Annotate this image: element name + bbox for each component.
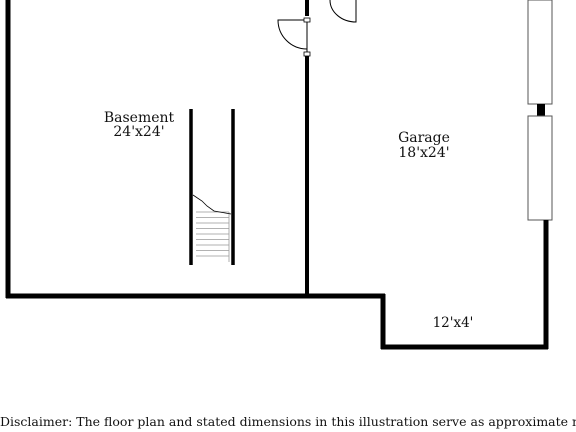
- disclaimer-text: Disclaimer: The floor plan and stated di…: [0, 414, 576, 429]
- stair-break-line: [192, 194, 232, 215]
- garage-walls: [380, 0, 553, 350]
- alcove-dimensions-label: 12'x4': [433, 315, 474, 331]
- door-basement-garage: [277, 17, 311, 57]
- staircase: [189, 109, 235, 265]
- garage-window-lower: [527, 115, 553, 221]
- garage-name-label: Garage: [398, 130, 450, 146]
- basement-walls: [5, 0, 385, 299]
- door-garage-top: [305, 0, 357, 23]
- stair-treads: [196, 211, 230, 262]
- garage-dimensions-label: 18'x24': [398, 145, 449, 161]
- basement-name-label: Basement: [104, 110, 175, 126]
- basement-dimensions-label: 24'x24': [113, 124, 164, 140]
- garage-window-upper: [527, 0, 553, 105]
